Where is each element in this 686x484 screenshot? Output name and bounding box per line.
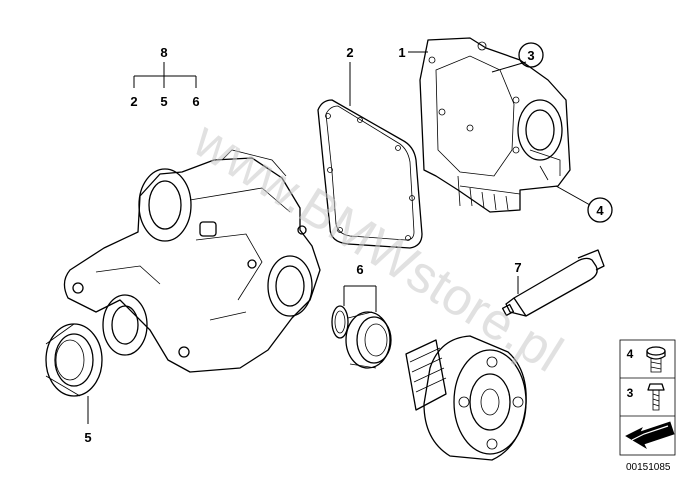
cover-gasket	[317, 99, 423, 249]
direction-arrow-icon	[625, 421, 675, 450]
callout-kit-c: 6	[192, 94, 199, 109]
callout-seal-ring: 6	[356, 262, 363, 277]
output-flange	[405, 335, 527, 461]
sealant-tube	[501, 249, 605, 317]
callout-kit-b: 5	[160, 94, 167, 109]
callout-circle-plug	[587, 197, 613, 223]
seal-ring-set	[331, 305, 392, 369]
callout-cover-gasket: 2	[346, 45, 353, 60]
legend-plug-label: 4	[627, 347, 634, 361]
legend-box: 4 3	[619, 339, 676, 456]
plug-icon	[646, 346, 666, 373]
callout-cover: 1	[398, 45, 405, 60]
callout-sealant: 7	[514, 260, 521, 275]
callout-shaft-seal: 5	[84, 430, 91, 445]
callout-circle-bolt	[518, 42, 544, 68]
rear-cover	[419, 37, 571, 213]
differential-housing	[63, 149, 321, 373]
callout-cover-bolt: 3	[527, 48, 534, 63]
callout-cover-plug: 4	[596, 203, 604, 218]
callout-kit: 8	[160, 45, 167, 60]
legend-bolt-label: 3	[627, 386, 634, 400]
bolt-icon	[647, 383, 665, 411]
callout-kit-a: 2	[130, 94, 137, 109]
shaft-seal-left	[45, 323, 103, 397]
kit-callout-tree: 8 2 5 6	[130, 45, 199, 109]
diagram-code: 00151085	[626, 462, 671, 473]
